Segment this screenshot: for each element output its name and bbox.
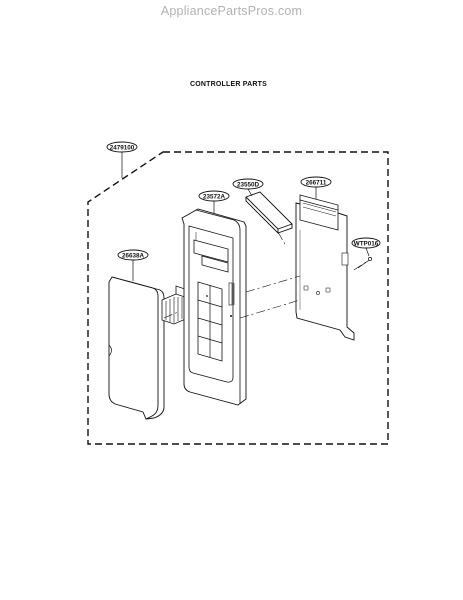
callout-display-window[interactable]: 23550D	[232, 178, 264, 197]
diagram-title: CONTROLLER PARTS	[190, 81, 267, 88]
callout-display-window-label: 23550D	[237, 181, 260, 188]
callout-screw-label: WTP016	[354, 240, 379, 247]
callout-screw[interactable]: WTP016	[351, 237, 381, 257]
alignment-lines	[163, 231, 367, 319]
callout-frame-label: 2479100	[110, 144, 135, 151]
callout-controller-housing-label: 23572A	[203, 193, 226, 200]
circuit-board-part[interactable]	[295, 194, 355, 341]
controller-housing-part[interactable]	[181, 208, 247, 406]
callout-frame[interactable]: 2479100	[106, 141, 138, 178]
door-panel-part[interactable]	[108, 276, 165, 420]
callout-door-panel[interactable]: 26638A	[117, 249, 149, 281]
assembly-boundary-frame	[87, 151, 389, 445]
callout-door-panel-label: 26638A	[122, 252, 145, 259]
callout-circuit-board-label: 266711	[306, 179, 327, 186]
display-window-part[interactable]	[245, 191, 293, 235]
callout-controller-housing[interactable]: 23572A	[198, 190, 230, 213]
callout-circuit-board[interactable]: 266711	[300, 176, 332, 199]
site-watermark: AppliancePartsPros.com	[160, 4, 303, 18]
